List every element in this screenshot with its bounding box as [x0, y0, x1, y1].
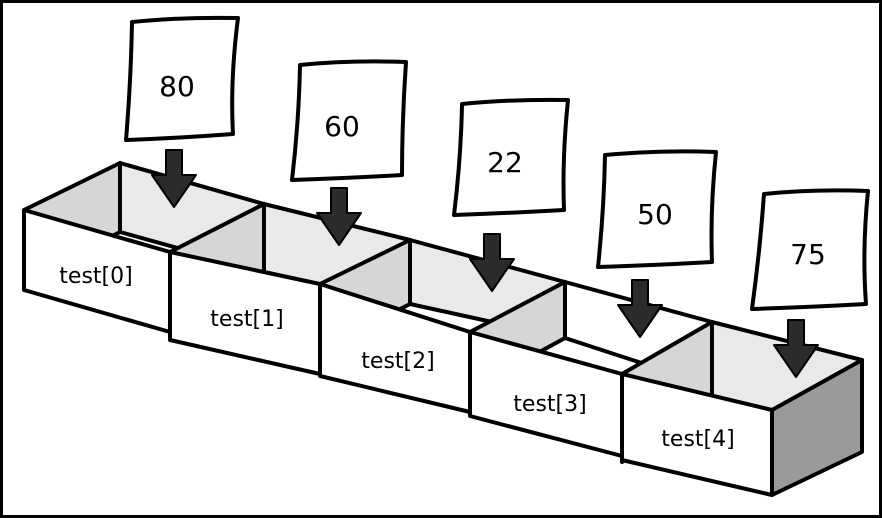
card-shape	[452, 97, 570, 217]
box-label: test[4]	[661, 427, 734, 452]
down-arrow-icon	[316, 187, 362, 246]
down-arrow-icon	[773, 319, 819, 378]
card-value: 60	[324, 110, 360, 143]
down-arrow-icon	[617, 279, 663, 338]
card-shape	[596, 149, 718, 269]
card-value: 75	[790, 238, 826, 271]
card-value: 50	[637, 198, 673, 231]
value-card-1: 60	[290, 59, 408, 182]
card-shape	[750, 188, 870, 311]
array-box-4: test[4]	[620, 320, 864, 497]
card-value: 80	[159, 70, 195, 103]
box-label: test[1]	[210, 307, 283, 332]
value-card-2: 22	[452, 97, 570, 217]
value-card-4: 75	[750, 188, 870, 311]
value-card-3: 50	[596, 149, 718, 269]
box-side-face	[770, 358, 864, 497]
value-card-0: 80	[124, 15, 240, 142]
card-shape	[290, 59, 408, 182]
box-label: test[0]	[59, 264, 132, 289]
down-arrow-icon	[151, 149, 197, 208]
box-label: test[2]	[361, 349, 434, 374]
box-label: test[3]	[513, 392, 586, 417]
card-value: 22	[487, 146, 523, 179]
down-arrow-icon	[469, 233, 515, 292]
card-shape	[124, 15, 240, 142]
